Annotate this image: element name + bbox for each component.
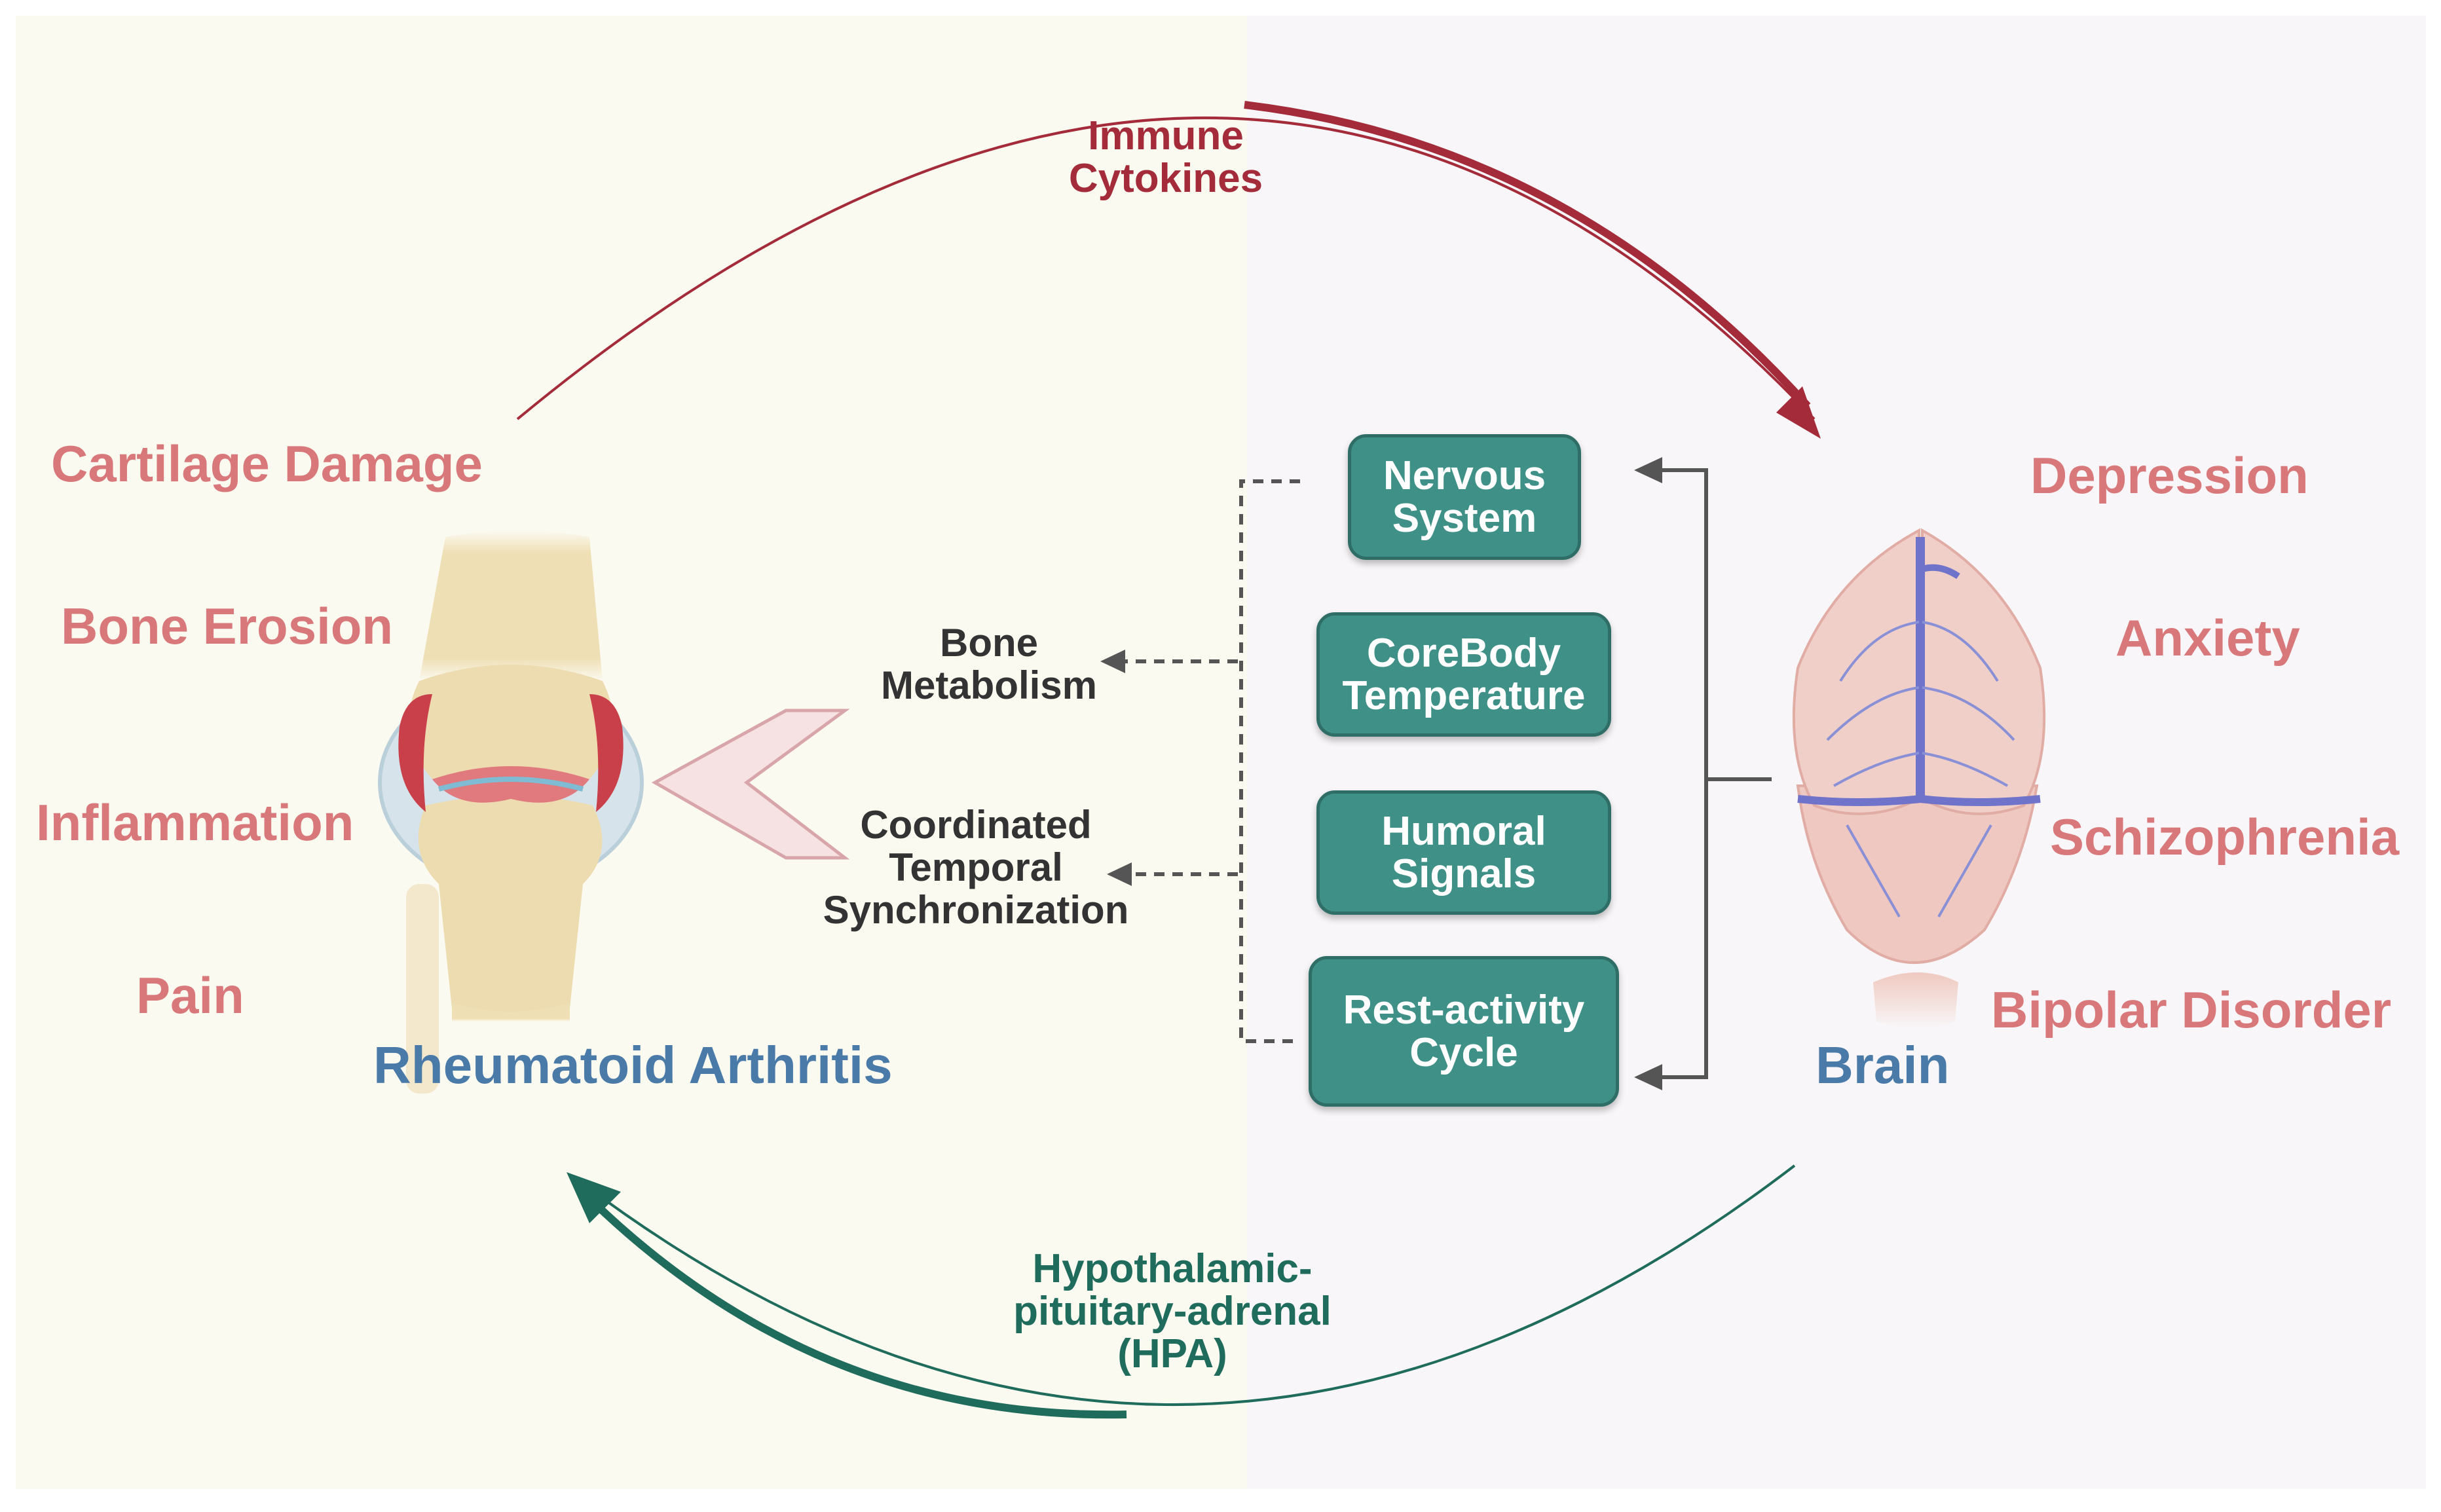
dashed-connectors xyxy=(1123,479,1300,1043)
symptom-inflammation: Inflammation xyxy=(36,794,354,851)
immune-cytokines-label: Immune Cytokines xyxy=(1068,113,1263,202)
symptom-cartilage-damage: Cartilage Damage xyxy=(51,435,483,492)
symptom-pain: Pain xyxy=(136,967,244,1024)
disorder-schizophrenia: Schizophrenia xyxy=(2050,808,2400,866)
rheumatoid-arthritis-title: Rheumatoid Arthritis xyxy=(373,1036,893,1094)
outcome-temporal-synchronization: Coordinated Temporal Synchronization xyxy=(823,803,1129,932)
brain-title: Brain xyxy=(1816,1036,1950,1094)
hpa-arrow xyxy=(575,1164,1796,1407)
hpa-label: Hypothalamic- pituitary-adrenal (HPA) xyxy=(1013,1246,1332,1377)
outcome-bone-metabolism: Bone Metabolism xyxy=(880,621,1098,707)
knee-joint-illustration xyxy=(378,530,644,1094)
brain-bracket xyxy=(1641,468,1772,1079)
disorder-bipolar-disorder: Bipolar Disorder xyxy=(1991,981,2392,1039)
pathway-core-body-temperature: CoreBody Temperature xyxy=(1316,612,1611,737)
pathway-humoral-signals: Humoral Signals xyxy=(1316,790,1611,915)
symptom-bone-erosion: Bone Erosion xyxy=(61,597,394,655)
hpa-arrowhead xyxy=(567,1172,621,1223)
chevron-shape xyxy=(651,709,850,860)
immune-cytokines-arrow xyxy=(516,117,1816,420)
pathway-nervous-system: Nervous System xyxy=(1348,434,1581,560)
pathway-rest-activity-cycle: Rest-activity Cycle xyxy=(1309,956,1619,1107)
disorder-depression: Depression xyxy=(2030,447,2309,504)
brain-illustration xyxy=(1792,528,2046,1028)
disorder-anxiety: Anxiety xyxy=(2115,609,2300,667)
cytokine-arrowhead xyxy=(1776,386,1821,439)
